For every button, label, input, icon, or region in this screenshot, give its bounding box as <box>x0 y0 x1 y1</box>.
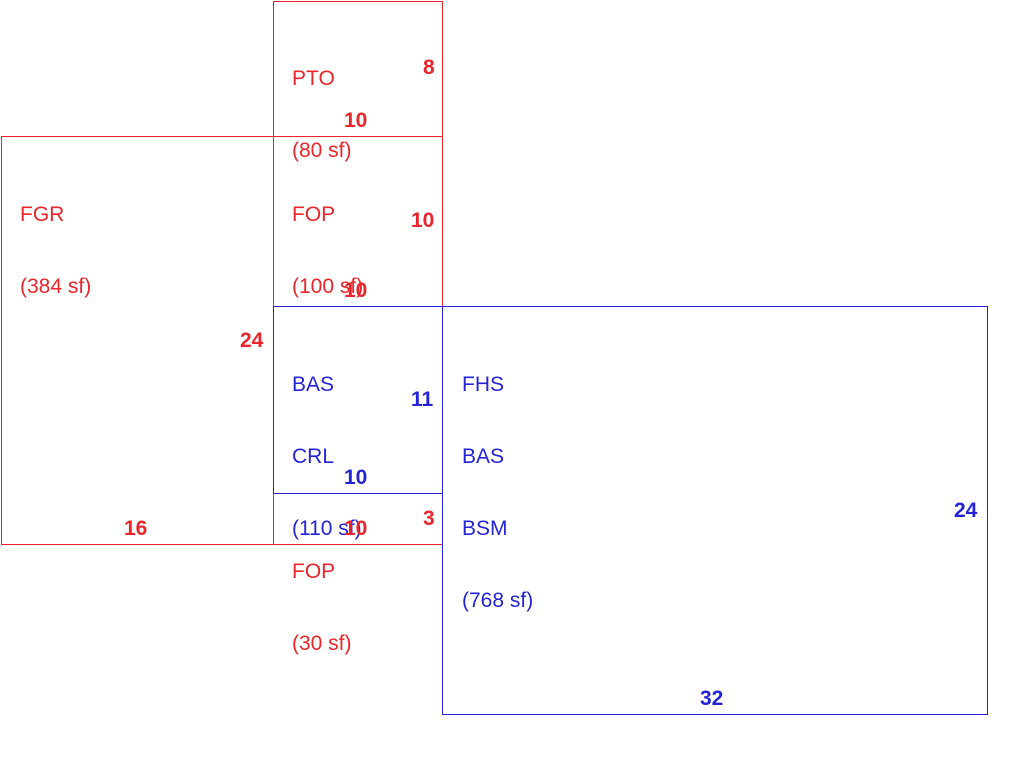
fop-bottom-code: FOP <box>292 560 336 583</box>
fop-top-side-dimension: 10 <box>411 209 435 232</box>
main-code-1: FHS <box>462 373 504 396</box>
fop-bottom-side-dimension: 3 <box>423 507 435 530</box>
main-bottom-dimension: 32 <box>700 687 724 710</box>
pto-bottom-dimension: 10 <box>344 109 368 132</box>
fgr-code: FGR <box>20 203 65 226</box>
pto-size: (80 sf) <box>292 139 352 162</box>
fgr-size: (384 sf) <box>20 275 92 298</box>
main-code-2: BAS <box>462 445 505 468</box>
fop-bottom-bottom-dimension: 10 <box>344 517 368 540</box>
fgr-bottom-dimension: 16 <box>124 517 148 540</box>
fop-top-code: FOP <box>292 203 336 226</box>
main-size: (768 sf) <box>462 589 534 612</box>
main-area <box>442 306 988 715</box>
fop-top-size: (100 sf) <box>292 275 364 298</box>
bas-crl-side-dimension: 11 <box>411 388 434 411</box>
bas-crl-code-1: BAS <box>292 373 335 396</box>
main-label: FHS BAS BSM (768 sf) <box>462 325 533 637</box>
fop-top-bottom-dimension: 10 <box>344 279 368 302</box>
bas-crl-label: BAS CRL (110 sf) <box>292 325 362 565</box>
fop-top-label: FOP (100 sf) <box>292 155 363 323</box>
pto-label: PTO (80 sf) <box>292 19 352 187</box>
bas-crl-bottom-dimension: 10 <box>344 466 368 489</box>
fop-bottom-size: (30 sf) <box>292 632 352 655</box>
main-code-3: BSM <box>462 517 508 540</box>
pto-code: PTO <box>292 67 335 90</box>
fgr-label: FGR (384 sf) <box>20 155 91 323</box>
fgr-side-dimension: 24 <box>240 329 264 352</box>
main-side-dimension: 24 <box>954 499 978 522</box>
bas-crl-code-2: CRL <box>292 445 335 468</box>
fop-bottom-label: FOP (30 sf) <box>292 512 352 680</box>
pto-side-dimension: 8 <box>423 56 435 79</box>
bas-crl-size: (110 sf) <box>292 517 362 540</box>
